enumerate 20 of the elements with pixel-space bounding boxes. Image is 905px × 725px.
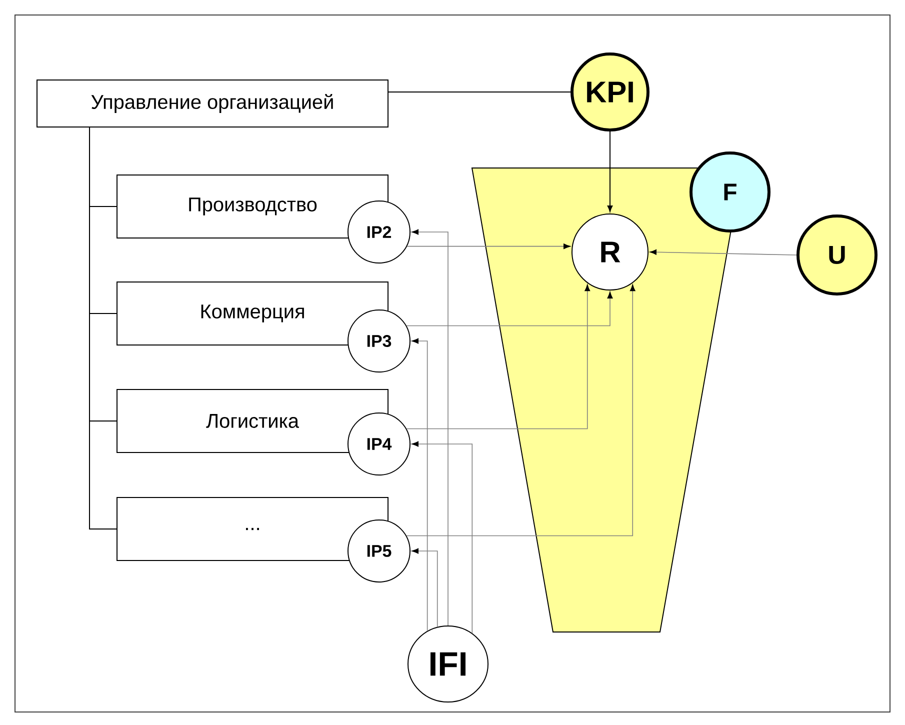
circle-node: R — [572, 214, 648, 290]
connector-arrow — [406, 244, 570, 249]
circle-node: IP3 — [348, 310, 410, 372]
connector-arrow — [406, 284, 590, 430]
circle-node: F — [690, 152, 770, 232]
circle-node: KPI — [570, 52, 650, 132]
connector-arrow — [412, 338, 428, 632]
connector-arrow — [607, 131, 613, 212]
connector-arrow — [412, 548, 438, 628]
circle-node: IP5 — [348, 520, 410, 582]
circle-node: U — [796, 214, 878, 296]
org-unit-box: Управление организацией — [36, 80, 388, 128]
connector-arrow — [650, 249, 797, 256]
connector-arrow — [412, 441, 473, 634]
circle-node: IP2 — [348, 200, 410, 264]
connector-arrow — [406, 292, 613, 326]
circle-node: IFI — [408, 626, 488, 702]
connector-arrow — [406, 284, 636, 536]
connector-arrow — [412, 229, 448, 626]
circle-node: IP4 — [348, 412, 410, 476]
